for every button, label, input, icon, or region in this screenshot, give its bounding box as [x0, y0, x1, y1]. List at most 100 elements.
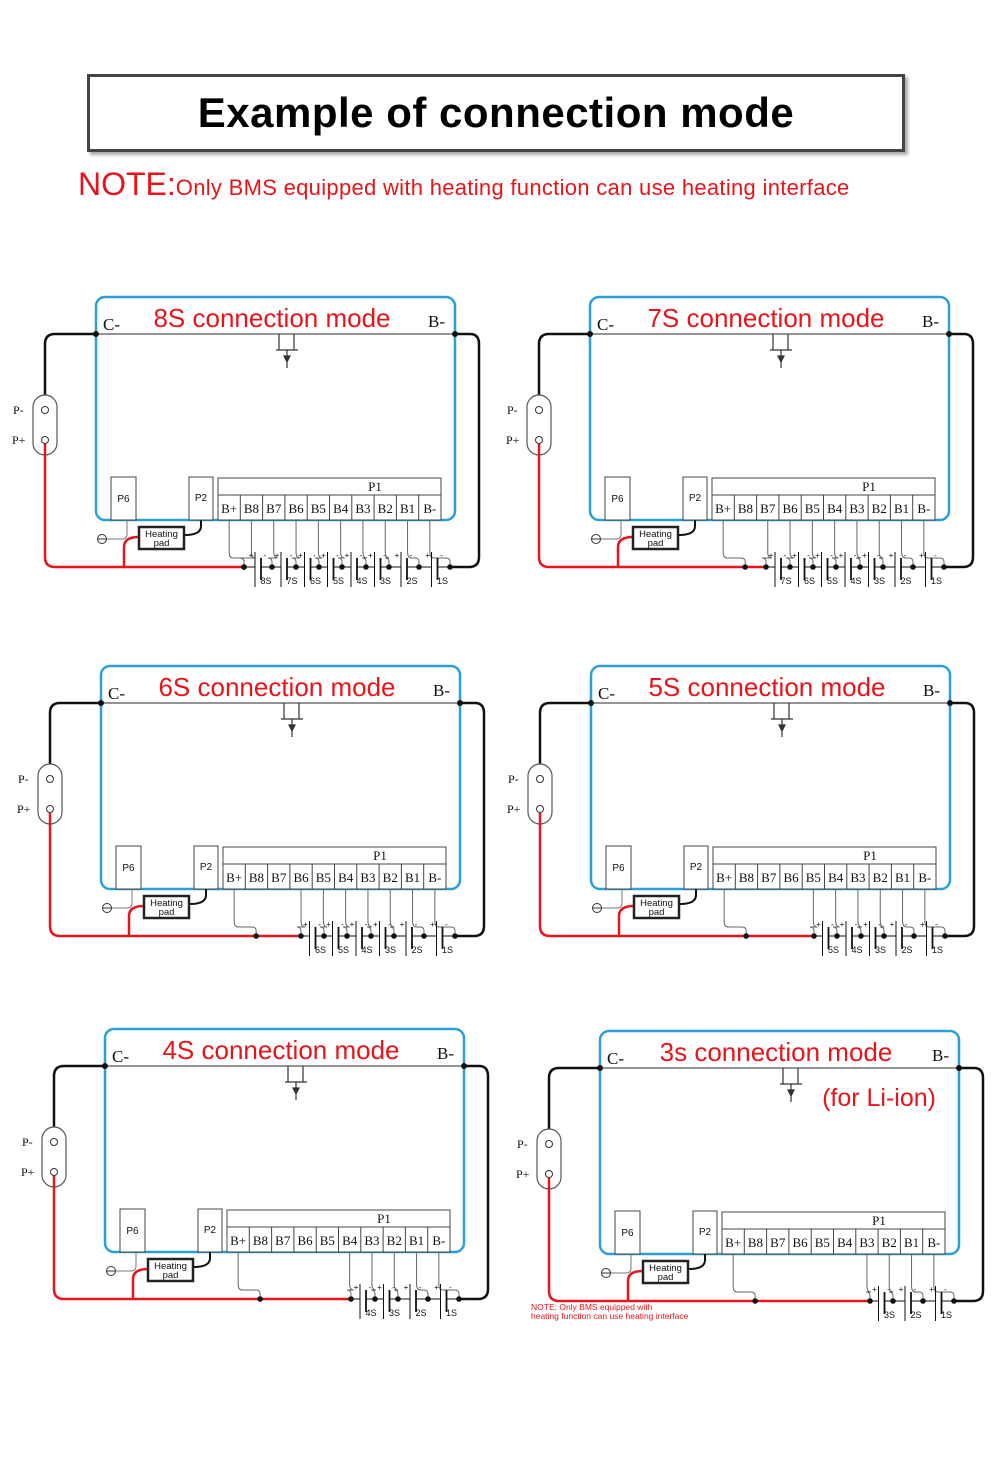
p1-pin-b8: B8	[748, 1235, 763, 1250]
p-minus-terminal	[535, 406, 543, 414]
junction-dot	[98, 700, 104, 706]
p1-pin-b-: B-	[927, 1235, 940, 1250]
balance-wire-b1	[416, 1252, 429, 1299]
p1-pin-b6: B6	[792, 1235, 808, 1250]
balance-wire-b3	[366, 889, 372, 936]
cell-plus-label: +	[345, 551, 350, 560]
p-plus-terminal	[50, 1168, 58, 1176]
junction-dot	[946, 331, 952, 337]
note-text: Only BMS equipped with heating function …	[175, 175, 850, 200]
p-plus-label: P+	[507, 802, 521, 816]
cell-plus-label: +	[350, 920, 355, 929]
balance-wire-b-	[923, 520, 945, 567]
p1-pin-b5: B5	[815, 1235, 830, 1250]
junction-dot	[742, 564, 748, 570]
balance-wire-b4	[342, 889, 350, 936]
cell-plus-label: +	[354, 1283, 359, 1292]
p-plus-label: P+	[17, 802, 31, 816]
cell-plus-label: +	[430, 920, 435, 929]
junction-dot	[102, 1063, 108, 1069]
p1-pin-b4: B4	[342, 1233, 358, 1248]
balance-wire-b2	[393, 1252, 399, 1299]
cell-plus-label: +	[872, 1285, 877, 1294]
cell-minus-label: -	[831, 920, 834, 929]
cell-label: 2S	[406, 576, 417, 586]
balance-wire-b6	[785, 520, 795, 567]
balance-wire-b2	[878, 520, 884, 567]
heating-pad-label: pad	[648, 538, 664, 549]
junction-dot	[941, 564, 947, 570]
p1-pin-b3: B3	[355, 501, 370, 516]
balance-wire-b6	[296, 889, 306, 936]
cell-plus-label: +	[816, 920, 821, 929]
heating-pad-label: pad	[649, 907, 665, 918]
balance-wire-b6	[291, 520, 301, 567]
cell-minus-label: -	[383, 551, 386, 560]
heating-pad	[137, 525, 186, 551]
cell-minus-label: -	[341, 920, 344, 929]
battery-cell-8s: +-8S	[244, 551, 272, 587]
battery-cell-1s: +-1S	[419, 551, 450, 587]
p1-pin-b8: B8	[249, 870, 264, 885]
balance-wire-b5	[314, 520, 323, 567]
p1-pin-b6: B6	[288, 501, 304, 516]
cell-plus-label: +	[899, 1285, 904, 1294]
balance-wire-b+	[228, 520, 245, 567]
junction-dot	[597, 1065, 603, 1071]
cell-plus-label: +	[303, 920, 308, 929]
cell-minus-label: -	[905, 920, 908, 929]
p-minus-terminal	[536, 775, 544, 783]
cell-label: 2S	[900, 576, 911, 586]
cell-minus-label: -	[369, 1283, 372, 1292]
p1-pin-b5: B5	[805, 501, 820, 516]
cell-minus-label: -	[445, 920, 448, 929]
p-minus-terminal	[545, 1140, 553, 1148]
p2-label: P2	[690, 862, 703, 873]
p1-pin-b6: B6	[297, 1233, 313, 1248]
c-minus-wire	[537, 332, 590, 395]
cell-label: 7S	[780, 576, 791, 586]
cell-label: 4S	[365, 1308, 376, 1318]
p1-pin-b1: B1	[400, 501, 415, 516]
cell-minus-label: -	[313, 551, 316, 560]
p-plus-terminal	[535, 436, 543, 444]
cell-minus-label: -	[336, 551, 339, 560]
p1-pin-b3: B3	[360, 870, 375, 885]
heating-pad	[631, 525, 680, 551]
panel-title: 5S connection mode	[648, 672, 885, 702]
p1-pin-b+: B+	[725, 1235, 741, 1250]
p-minus-label: P-	[517, 1137, 528, 1151]
cell-label: 4S	[361, 945, 372, 955]
cell-plus-label: +	[377, 1283, 382, 1292]
battery-cell-6s: +-6S	[790, 551, 815, 587]
junction-dot	[743, 933, 749, 939]
p-plus-terminal	[545, 1170, 553, 1178]
balance-wire-b-	[933, 1254, 955, 1301]
heating-pad-label: pad	[159, 907, 175, 918]
heating-pad-red-wire	[122, 535, 140, 567]
c-minus-label: C-	[597, 315, 614, 334]
battery-cell-5s: +-5S	[813, 551, 838, 587]
cell-plus-label: +	[839, 551, 844, 560]
p2-port	[683, 845, 709, 890]
cell-minus-label: -	[419, 1283, 422, 1292]
p6-label: P6	[117, 494, 130, 505]
heating-pad-red-wire	[626, 1269, 644, 1301]
cell-minus-label: -	[934, 551, 937, 560]
p6-label: P6	[122, 863, 135, 874]
cell-minus-label: -	[914, 1285, 917, 1294]
junction-dot	[452, 331, 458, 337]
battery-cell-2s: +-2S	[394, 920, 424, 956]
p1-pin-b6: B6	[782, 501, 798, 516]
balance-wire-b-	[438, 1252, 460, 1299]
cell-plus-label: +	[792, 551, 797, 560]
p1-pin-b2: B2	[872, 501, 887, 516]
battery-cell-5s: +-5S	[324, 920, 349, 956]
balance-wire-b2	[888, 1254, 894, 1301]
p1-pin-b-: B-	[918, 870, 931, 885]
p-minus-label: P-	[507, 403, 518, 417]
p-minus-terminal	[46, 775, 54, 783]
